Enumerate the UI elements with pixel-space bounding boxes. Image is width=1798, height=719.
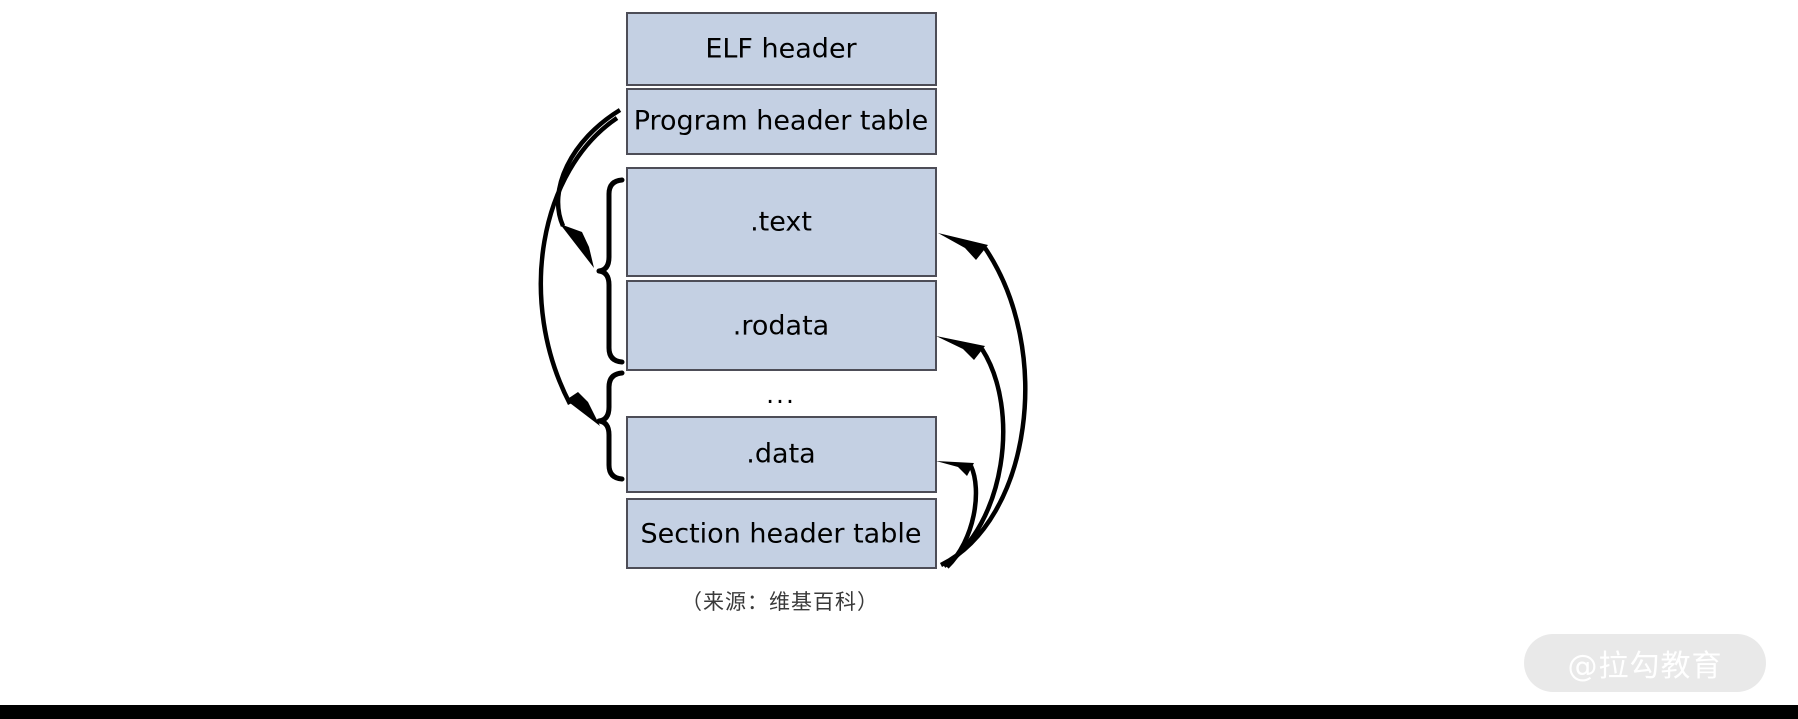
arrowhead-phdr-to-upper-group	[560, 224, 594, 268]
arrowhead-phdr-to-lower-group	[566, 392, 600, 426]
watermark-badge: @拉勾教育	[1524, 634, 1766, 692]
segment-stack: ELF header Program header table .text .r…	[626, 12, 937, 569]
segment-box-elf-header	[626, 12, 937, 86]
program-header-connections	[538, 108, 622, 426]
section-header-connections	[936, 233, 1028, 569]
segment-ellipsis: ...	[627, 373, 936, 414]
segment-label-text: .text	[750, 207, 812, 238]
segment-elf-header: ELF header	[626, 12, 937, 86]
segment-section-header-table: Section header table	[626, 498, 937, 569]
segment-box-rodata	[626, 280, 937, 371]
segment-label-rodata: .rodata	[733, 311, 829, 342]
segment-label-ellipsis: ...	[766, 380, 796, 409]
arrowhead-shdr-to-text	[938, 233, 988, 260]
brace-upper-group	[596, 177, 625, 365]
segment-box-program-header-table	[626, 88, 937, 155]
watermark-text: @拉勾教育	[1567, 649, 1723, 684]
connection-shdr-to-text	[939, 246, 1028, 568]
bottom-bar	[0, 705, 1798, 719]
segment-box-data	[626, 416, 937, 493]
arrowhead-shdr-to-data	[936, 461, 974, 476]
connection-shdr-to-rodata	[942, 347, 1006, 568]
brace-lower-group	[596, 370, 625, 482]
connection-phdr-to-upper-group	[555, 108, 622, 227]
segment-program-header-table: Program header table	[626, 88, 937, 155]
segment-box-section-header-table	[626, 498, 937, 569]
segment-data: .data	[626, 416, 937, 493]
segment-box-ellipsis	[627, 373, 936, 414]
segment-label-section-header-table: Section header table	[641, 519, 922, 550]
source-caption: （来源：维基百科）	[681, 590, 879, 614]
segment-label-data: .data	[746, 439, 815, 470]
segment-box-text	[626, 167, 937, 277]
connection-phdr-to-lower-group	[538, 116, 619, 406]
connection-shdr-to-data	[945, 465, 979, 569]
segment-text: .text	[626, 167, 937, 277]
segment-rodata: .rodata	[626, 280, 937, 371]
segment-label-elf-header: ELF header	[705, 34, 857, 65]
arrowhead-shdr-to-rodata	[936, 336, 985, 360]
segment-label-program-header-table: Program header table	[634, 106, 929, 137]
segment-group-braces	[596, 177, 625, 482]
